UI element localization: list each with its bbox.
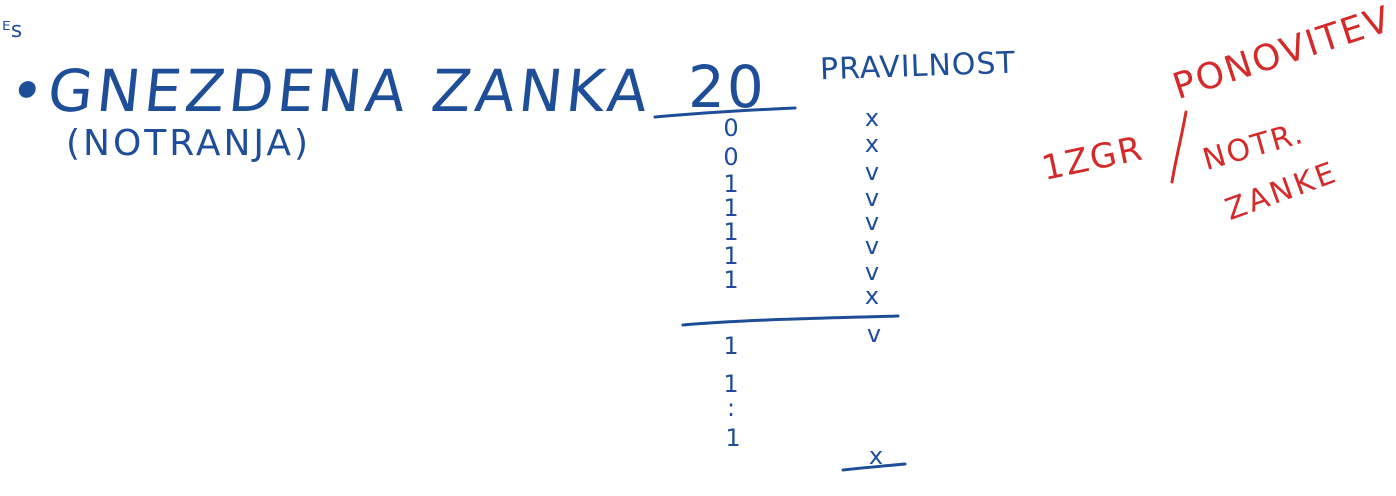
counter-value: 1 [723, 242, 739, 270]
counter-value: 1 [723, 332, 739, 360]
rule-value: v [864, 184, 880, 212]
rule-value: x [864, 282, 880, 310]
rule-value: v [866, 320, 882, 348]
counter-value: : [726, 394, 736, 422]
row-divider [681, 314, 900, 327]
rule-value: x [868, 442, 884, 470]
counter-value: 1 [725, 424, 741, 452]
corner-mark: ᴱs [2, 18, 23, 43]
counter-value: 1 [723, 370, 739, 398]
counter-value: 1 [723, 170, 739, 198]
counter-value: 0 [723, 143, 739, 171]
counter-value: 1 [723, 218, 739, 246]
bottom-underline [841, 462, 907, 472]
counter-value: 1 [723, 266, 739, 294]
subtitle-text: (NOTRANJA) [66, 123, 312, 164]
counter-value: 1 [723, 194, 739, 222]
rule-value: v [864, 232, 880, 260]
rule-value: v [864, 208, 880, 236]
red-divider-slash [1170, 110, 1188, 184]
rule-value: x [864, 130, 880, 158]
counter-header: 20 [688, 53, 766, 121]
rule-value: v [864, 158, 880, 186]
counter-value: 0 [723, 114, 739, 142]
header-underline [653, 106, 797, 119]
rule-value: v [864, 258, 880, 286]
rule-value: x [864, 104, 880, 132]
